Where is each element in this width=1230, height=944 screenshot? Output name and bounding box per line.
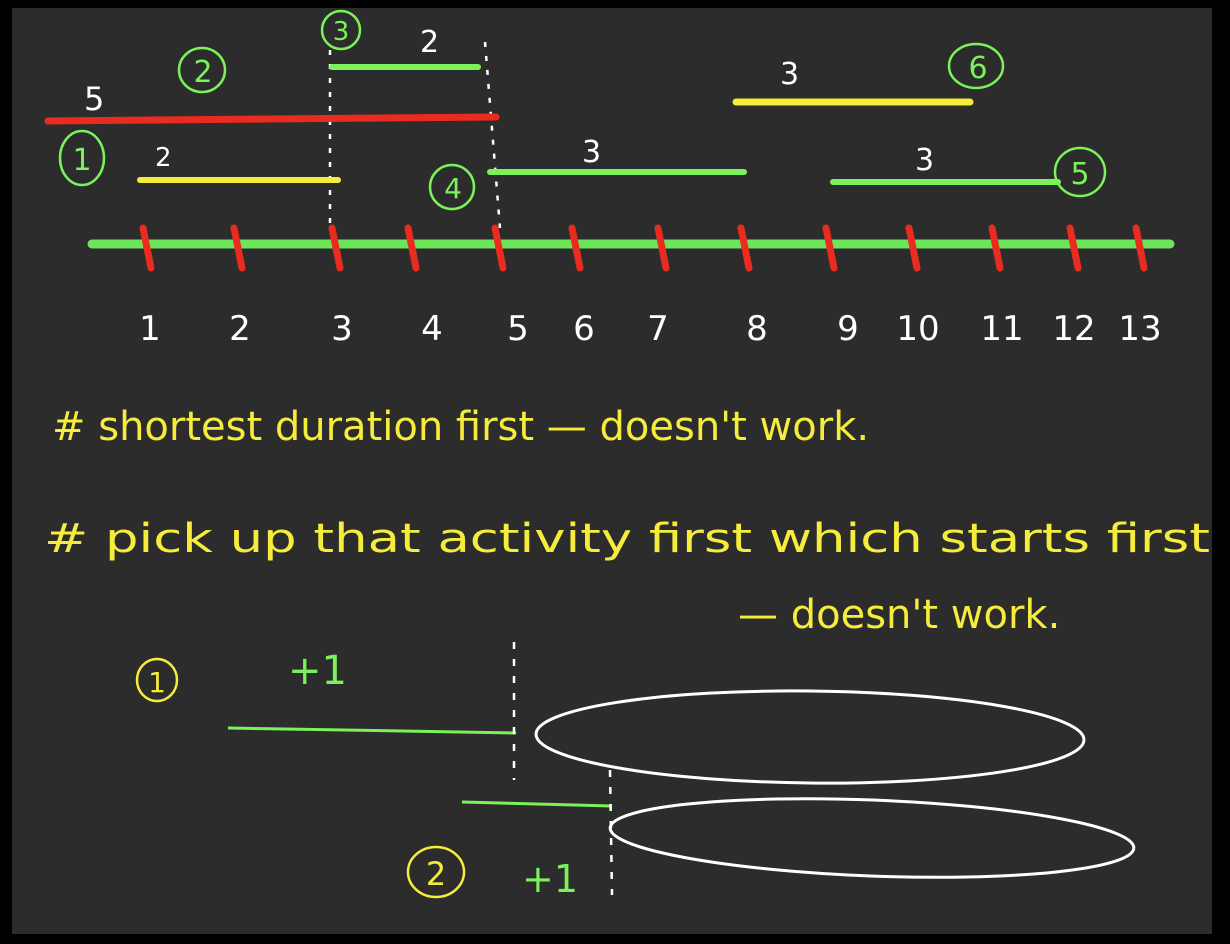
tick-mark-8 <box>737 224 753 272</box>
duration-label-5: 3 <box>915 143 934 178</box>
tick-label-7: 7 <box>647 309 669 349</box>
tick-label-1: 1 <box>139 309 161 349</box>
activity-bars <box>44 64 1061 185</box>
sketch-ellipse-1 <box>534 689 1086 785</box>
tick-label-10: 10 <box>896 309 939 349</box>
tick-mark-9 <box>822 224 838 272</box>
svg-text:5: 5 <box>1070 157 1089 192</box>
sketch-segment-1 <box>227 726 517 735</box>
sketch-label-1: 1 <box>135 657 179 703</box>
tick-mark-1 <box>139 224 155 272</box>
note-shortest-duration: # shortest duration first — doesn't work… <box>52 404 869 450</box>
svg-text:6: 6 <box>968 51 987 86</box>
activity-id-2: 2 <box>177 46 227 94</box>
tick-mark-6 <box>568 224 584 272</box>
duration-label-6: 3 <box>780 57 799 92</box>
sketch-separator-2 <box>608 769 614 896</box>
tick-mark-12 <box>1066 224 1082 272</box>
tick-label-2: 2 <box>229 309 251 349</box>
sketch-ellipse-2 <box>608 797 1136 879</box>
activity-id-5: 5 <box>1053 146 1107 198</box>
activity-id-3: 3 <box>320 9 362 51</box>
tick-mark-13 <box>1132 224 1148 272</box>
whiteboard <box>12 8 1212 934</box>
duration-label-3: 2 <box>420 25 439 60</box>
tick-label-13: 13 <box>1118 309 1161 349</box>
svg-text:2: 2 <box>193 55 212 90</box>
tick-label-3: 3 <box>331 309 353 349</box>
svg-text:4: 4 <box>444 172 462 205</box>
sketch-plus-one-top: +1 <box>288 648 347 694</box>
tick-label-9: 9 <box>837 309 859 349</box>
svg-text:1: 1 <box>148 666 166 699</box>
duration-label-1: 2 <box>155 143 172 173</box>
sketch-plus-one-bottom: +1 <box>522 857 578 901</box>
activity-bar-2 <box>44 113 500 125</box>
separator-at-5 <box>483 41 502 229</box>
tick-mark-4 <box>404 224 420 272</box>
timeline-ticks <box>139 224 1148 272</box>
activity-id-4: 4 <box>428 163 476 211</box>
activity-id-6: 6 <box>947 42 1005 90</box>
tick-mark-2 <box>230 224 246 272</box>
sketch-segment-2 <box>461 800 613 808</box>
tick-label-5: 5 <box>507 309 529 349</box>
tick-mark-7 <box>654 224 670 272</box>
note-doesnt-work: — doesn't work. <box>738 592 1060 638</box>
activity-id-1: 1 <box>58 129 106 187</box>
tick-mark-5 <box>491 224 507 272</box>
duration-label-4: 3 <box>582 135 601 170</box>
sketch-label-2: 2 <box>406 845 466 899</box>
tick-label-6: 6 <box>573 309 595 349</box>
tick-mark-3 <box>328 224 344 272</box>
tick-label-4: 4 <box>421 309 443 349</box>
tick-label-11: 11 <box>980 309 1023 349</box>
tick-mark-11 <box>988 224 1004 272</box>
svg-text:1: 1 <box>72 143 91 178</box>
tick-label-8: 8 <box>746 309 768 349</box>
tick-mark-10 <box>905 224 921 272</box>
duration-label-2: 5 <box>84 80 104 118</box>
note-starts-first: # pick up that activity first which star… <box>44 516 1210 562</box>
svg-text:2: 2 <box>426 855 446 893</box>
svg-text:3: 3 <box>333 17 350 47</box>
tick-label-12: 12 <box>1052 309 1095 349</box>
